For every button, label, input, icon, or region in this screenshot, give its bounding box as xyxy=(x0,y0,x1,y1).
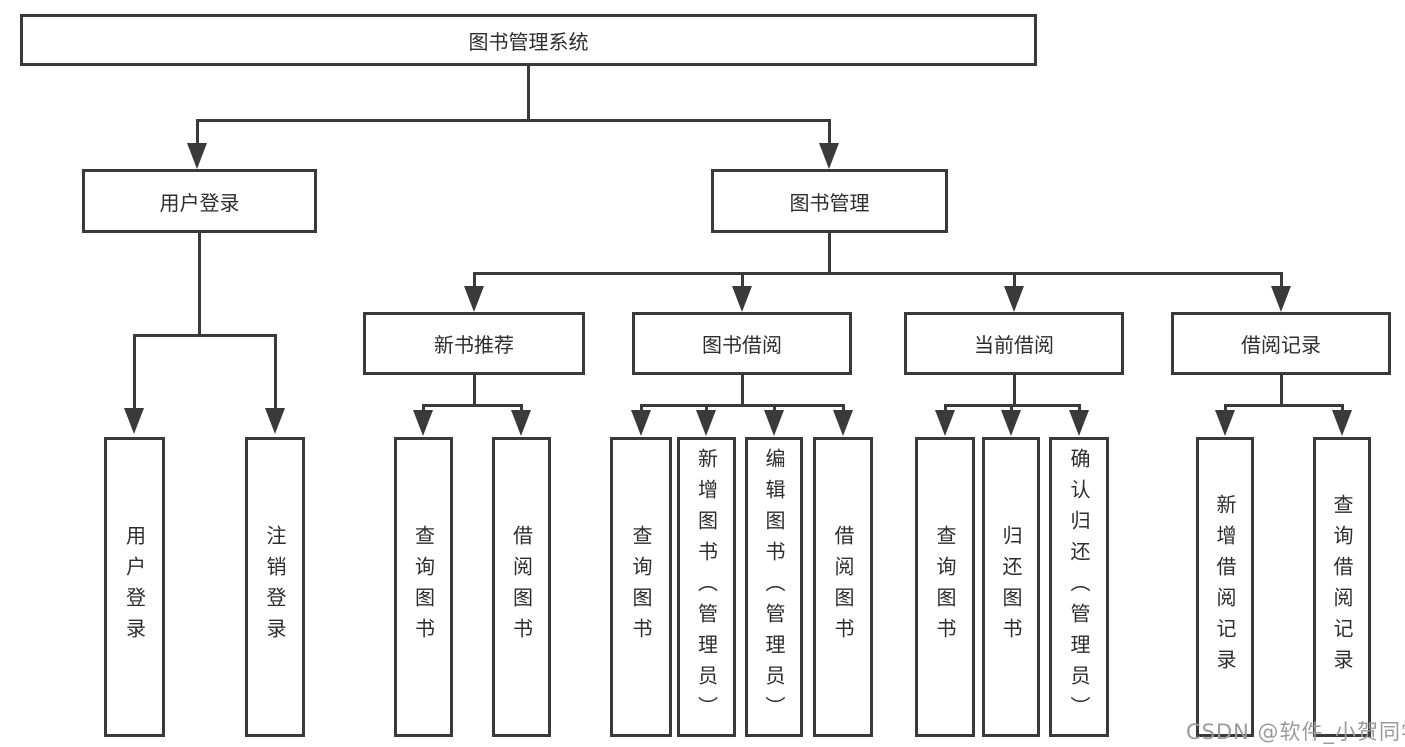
connector-root-trunk xyxy=(527,66,530,121)
arrowhead-icon xyxy=(1332,410,1352,436)
connector-branch-user xyxy=(133,334,277,337)
node-current-borrow-label: 当前借阅 xyxy=(974,333,1054,357)
connector-branch xyxy=(422,404,523,407)
connector-trunk xyxy=(1013,375,1016,407)
leaf-newbooks-query: 查询图书 xyxy=(394,437,453,737)
connector-stem xyxy=(1078,404,1081,412)
connector-stem xyxy=(1010,404,1013,412)
connector-branch xyxy=(640,404,845,407)
leaf-borrow-add: 新增图书（管理员） xyxy=(677,437,736,737)
arrowhead-icon xyxy=(764,410,784,436)
node-user-login: 用户登录 xyxy=(82,169,317,233)
arrowhead-icon xyxy=(511,410,531,436)
arrowhead-icon xyxy=(1001,410,1021,436)
connector-stem xyxy=(520,404,523,412)
leaf-records-query: 查询借阅记录 xyxy=(1313,437,1371,737)
connector-stem xyxy=(741,272,744,288)
arrowhead-icon xyxy=(696,410,716,436)
connector-stem xyxy=(196,119,199,143)
leaf-label: 查询图书 xyxy=(933,525,957,649)
leaf-label: 新增借阅记录 xyxy=(1213,494,1237,680)
node-borrow-records: 借阅记录 xyxy=(1171,312,1391,375)
connector-stem xyxy=(133,334,136,410)
leaf-borrow-borrow: 借阅图书 xyxy=(813,437,873,737)
leaf-newbooks-borrow: 借阅图书 xyxy=(492,437,551,737)
node-root: 图书管理系统 xyxy=(20,14,1037,66)
connector-stem xyxy=(640,404,643,412)
leaf-label: 借阅图书 xyxy=(509,525,534,649)
arrowhead-icon xyxy=(265,408,285,434)
leaf-label: 借阅图书 xyxy=(831,525,855,649)
connector-user-trunk xyxy=(198,233,201,337)
leaf-records-add: 新增借阅记录 xyxy=(1196,437,1254,737)
connector-stem xyxy=(1280,272,1283,288)
node-user-login-label: 用户登录 xyxy=(159,190,240,215)
connector-trunk xyxy=(741,375,744,407)
leaf-borrow-query: 查询图书 xyxy=(610,437,672,737)
leaf-current-query: 查询图书 xyxy=(915,437,975,737)
connector-stem xyxy=(473,272,476,288)
node-book-borrow: 图书借阅 xyxy=(632,312,852,375)
connector-trunk xyxy=(1280,375,1283,407)
leaf-label: 查询借阅记录 xyxy=(1330,494,1354,680)
arrowhead-icon xyxy=(631,410,651,436)
watermark: CSDN @软件_小贺同学 xyxy=(1186,720,1405,744)
connector-stem xyxy=(422,404,425,412)
leaf-logout: 注销登录 xyxy=(245,437,305,737)
arrowhead-icon xyxy=(1069,410,1089,436)
leaf-label: 归还图书 xyxy=(999,525,1023,649)
connector-trunk xyxy=(473,375,476,407)
arrowhead-icon xyxy=(1215,410,1235,436)
leaf-label: 查询图书 xyxy=(411,525,436,649)
arrowhead-icon xyxy=(732,286,752,312)
leaf-label: 编辑图书（管理员） xyxy=(762,447,786,727)
leaf-borrow-edit: 编辑图书（管理员） xyxy=(745,437,803,737)
arrowhead-icon xyxy=(935,410,955,436)
arrowhead-icon xyxy=(833,410,853,436)
arrowhead-icon xyxy=(1271,286,1291,312)
connector-stem xyxy=(1341,404,1344,412)
node-borrow-records-label: 借阅记录 xyxy=(1241,333,1321,357)
node-book-mgmt-label: 图书管理 xyxy=(789,190,870,215)
connector-branch xyxy=(1224,404,1344,407)
connector-stem xyxy=(705,404,708,412)
connector-stem xyxy=(944,404,947,412)
arrowhead-icon xyxy=(1004,286,1024,312)
node-new-books-label: 新书推荐 xyxy=(434,333,514,357)
node-new-books: 新书推荐 xyxy=(363,312,585,375)
connector-branch-level3 xyxy=(473,272,1283,275)
leaf-current-return: 归还图书 xyxy=(982,437,1040,737)
leaf-label: 查询图书 xyxy=(629,525,653,649)
leaf-label: 用户登录 xyxy=(122,525,147,649)
leaf-user-login: 用户登录 xyxy=(104,437,165,737)
connector-stem xyxy=(842,404,845,412)
connector-stem xyxy=(274,334,277,410)
connector-stem xyxy=(773,404,776,412)
node-root-label: 图书管理系统 xyxy=(468,29,589,54)
arrowhead-icon xyxy=(413,410,433,436)
connector-stem xyxy=(1013,272,1016,288)
arrowhead-icon xyxy=(819,143,839,169)
leaf-label: 注销登录 xyxy=(263,525,287,649)
arrowhead-icon xyxy=(464,286,484,312)
arrowhead-icon xyxy=(124,408,144,434)
connector-branch-level2 xyxy=(196,119,831,122)
connector-mgmt-trunk xyxy=(828,233,831,274)
connector-stem xyxy=(1224,404,1227,412)
connector-stem xyxy=(828,119,831,143)
leaf-label: 新增图书（管理员） xyxy=(694,447,719,727)
leaf-label: 确认归还（管理员） xyxy=(1067,447,1091,727)
node-book-borrow-label: 图书借阅 xyxy=(702,333,782,357)
arrowhead-icon xyxy=(187,143,207,169)
leaf-current-confirm: 确认归还（管理员） xyxy=(1049,437,1109,737)
node-current-borrow: 当前借阅 xyxy=(904,312,1124,375)
node-book-mgmt: 图书管理 xyxy=(711,169,948,233)
